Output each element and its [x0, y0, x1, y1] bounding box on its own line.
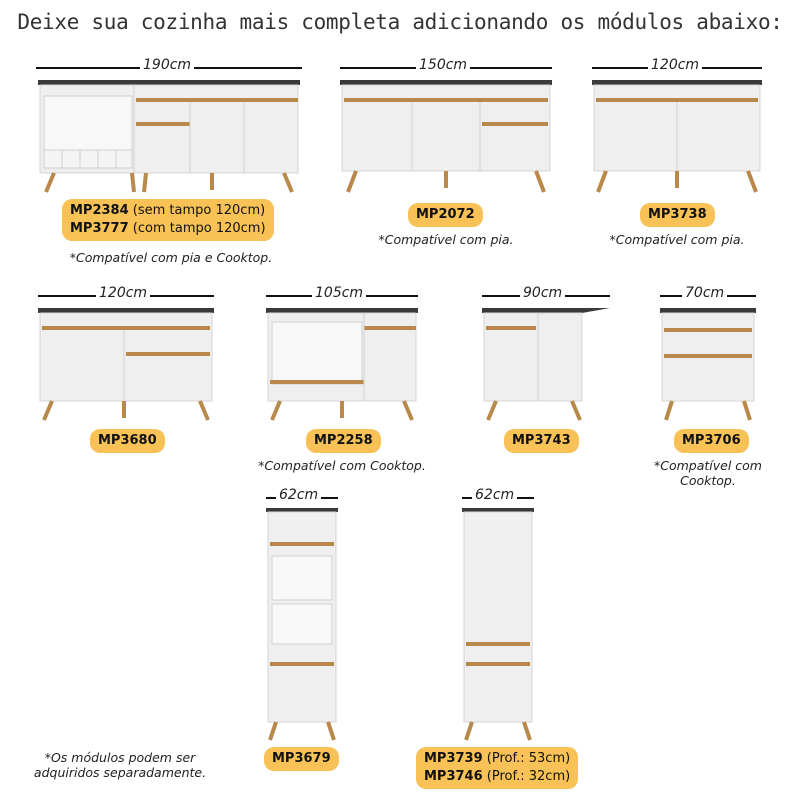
cabinet-illustration-mp2384 — [38, 80, 300, 193]
dimension-190cm: 190cm — [36, 57, 302, 74]
dimension-105cm: 105cm — [266, 285, 418, 302]
compat-note: *Compatível com Cooktop. — [258, 458, 426, 473]
code-badge-mp2258: MP2258 — [306, 429, 381, 453]
cabinet-illustration-mp3680 — [38, 308, 214, 421]
cabinet-illustration-mp2072 — [340, 80, 552, 193]
dimension-70cm: 70cm — [660, 285, 756, 302]
code-badge-mp3679: MP3679 — [264, 747, 339, 771]
cabinet-illustration-mp3706 — [660, 308, 756, 421]
compat-note: *Compatível com pia e Cooktop. — [69, 250, 273, 265]
headline: Deixe sua cozinha mais completa adiciona… — [17, 10, 783, 34]
cabinet-illustration-mp3738 — [592, 80, 762, 193]
code-badge-mp2072: MP2072 — [408, 203, 483, 227]
dimension-62cm: 62cm — [462, 487, 534, 504]
dimension-90cm: 90cm — [482, 285, 610, 302]
dimension-62cm: 62cm — [266, 487, 338, 504]
dimension-120cm: 120cm — [38, 285, 214, 302]
cabinet-illustration-mp3743 — [482, 308, 610, 421]
code-badge-mp2384: MP2384 (sem tampo 120cm) MP3777 (com tam… — [62, 199, 274, 241]
compat-note: *Compatível com pia. — [378, 232, 514, 247]
code-badge-mp3738: MP3738 — [640, 203, 715, 227]
cabinet-illustration-mp3739 — [462, 508, 534, 741]
dimension-150cm: 150cm — [340, 57, 552, 74]
code-badge-mp3706: MP3706 — [674, 429, 749, 453]
code-badge-mp3680: MP3680 — [90, 429, 165, 453]
code-badge-mp3739: MP3739 (Prof.: 53cm) MP3746 (Prof.: 32cm… — [416, 747, 579, 789]
cabinet-illustration-mp2258 — [266, 308, 418, 421]
code-badge-mp3743: MP3743 — [504, 429, 579, 453]
compat-note: *Compatível com pia. — [609, 232, 745, 247]
dimension-120cm: 120cm — [592, 57, 762, 74]
cabinet-illustration-mp3679 — [266, 508, 338, 741]
